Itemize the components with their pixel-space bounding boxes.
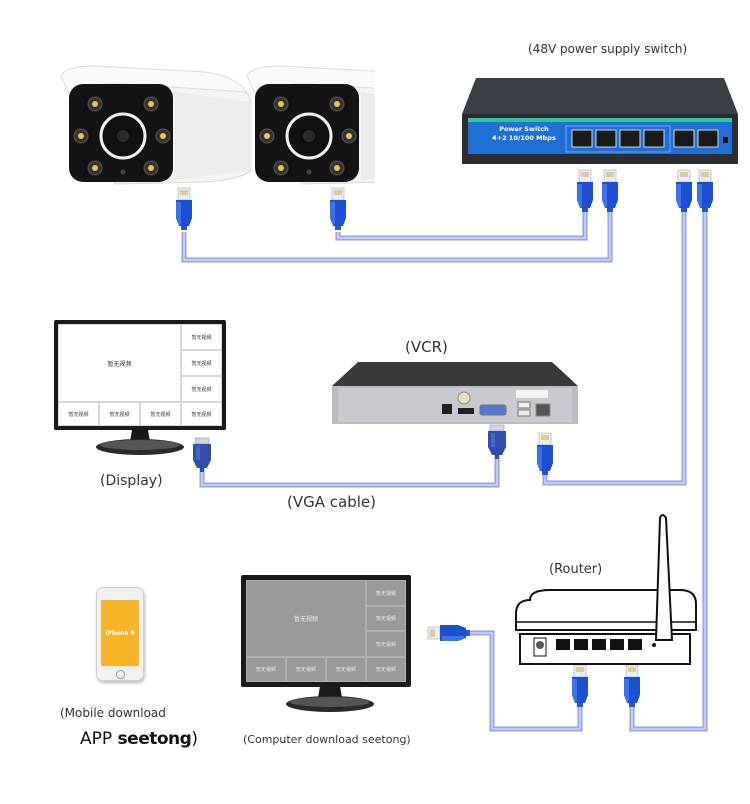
- video-cell: 暂无视频: [181, 350, 222, 376]
- rj45-connector-icon: [427, 624, 471, 642]
- rj45-connector-icon: [576, 169, 594, 213]
- video-cell: 暂无视频: [366, 580, 406, 606]
- rj45-connector-icon: [571, 664, 589, 708]
- video-cell: 暂无视频: [366, 657, 406, 682]
- cable-vga: [199, 455, 500, 488]
- bullet-camera-icon: [245, 64, 375, 186]
- video-cell: 暂无视频: [58, 402, 99, 426]
- router-label: (Router): [549, 562, 603, 577]
- smartphone-icon: iPhone 6: [96, 587, 144, 681]
- rj45-connector-icon: [623, 664, 641, 708]
- monitor-stand: [286, 686, 374, 712]
- app-prefix: APP: [80, 729, 118, 749]
- computer-label: (Computer download seetong): [243, 733, 411, 746]
- switch-brand: Power Switch: [499, 125, 549, 133]
- mobile-label: (Mobile download: [60, 706, 166, 720]
- vga-cable-label: (VGA cable): [287, 493, 376, 511]
- video-cell: 暂无视频: [326, 657, 366, 682]
- rj45-connector-icon: [696, 169, 714, 213]
- cable-camera2-switch: [335, 210, 588, 241]
- video-cell: 暂无视频: [181, 376, 222, 402]
- video-cell: 暂无视频: [366, 631, 406, 657]
- video-cell: 暂无视频: [99, 402, 140, 426]
- video-cell: 暂无视频: [181, 402, 222, 426]
- app-name: seetong: [117, 729, 192, 749]
- monitor-icon: 暂无视频 暂无视频 暂无视频 暂无视频 暂无视频 暂无视频 暂无视频 暂无视频: [54, 320, 226, 430]
- poe-switch-icon: Power Switch 4+2 10/100 Mbps: [462, 78, 738, 164]
- cable-switch-router: [629, 212, 708, 732]
- phone-screen: iPhone 6: [101, 600, 139, 666]
- vcr-label: (VCR): [405, 338, 448, 356]
- switch-speed: 4+2 10/100 Mbps: [492, 134, 556, 142]
- switch-label: (48V power supply switch): [528, 42, 688, 56]
- video-cell: 暂无视频: [181, 324, 222, 350]
- cameras: [59, 64, 375, 186]
- monitor-stand: [96, 430, 184, 455]
- video-cell-main: 暂无视频: [246, 580, 366, 657]
- video-cell: 暂无视频: [246, 657, 286, 682]
- cable-camera1-switch: [181, 210, 613, 263]
- rj45-connector-icon: [175, 187, 193, 231]
- rj45-connector-icon: [601, 169, 619, 213]
- bullet-camera-icon: [59, 64, 253, 186]
- vga-connector-icon: [192, 437, 212, 473]
- video-cell: 暂无视频: [366, 606, 406, 631]
- rj45-connector-icon: [536, 432, 554, 476]
- mobile-app-label: APP seetong): [80, 729, 198, 749]
- monitor-icon: 暂无视频 暂无视频 暂无视频 暂无视频 暂无视频 暂无视频 暂无视频 暂无视频: [241, 575, 411, 687]
- cable-router-computer: [467, 630, 583, 732]
- video-cell: 暂无视频: [140, 402, 181, 426]
- router-icon: [515, 514, 697, 665]
- app-close: ): [191, 729, 198, 749]
- rj45-connector-icon: [675, 169, 693, 213]
- nvr-icon: [332, 362, 578, 424]
- display-label: (Display): [100, 473, 163, 489]
- video-cell: 暂无视频: [286, 657, 326, 682]
- cable-switch-vcr: [542, 212, 687, 486]
- video-cell-main: 暂无视频: [58, 324, 181, 402]
- rj45-connector-icon: [329, 187, 347, 231]
